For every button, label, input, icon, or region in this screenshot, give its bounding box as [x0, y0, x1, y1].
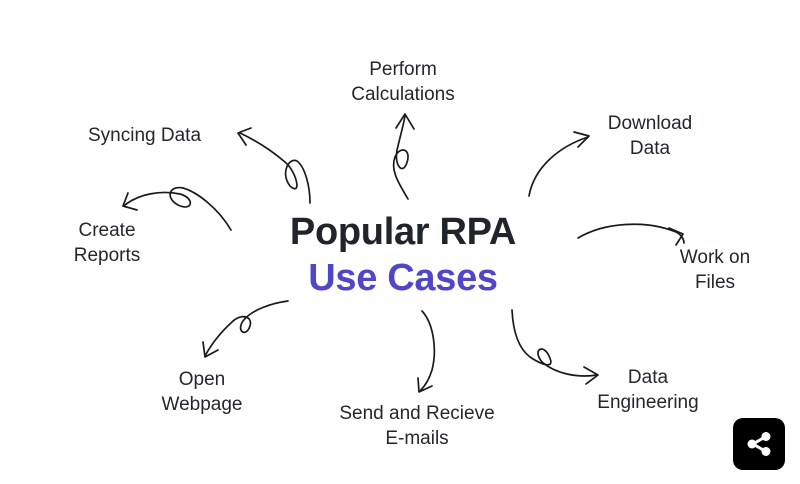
arrow-syncing: [239, 132, 311, 204]
use-case-syncing-data: Syncing Data: [88, 123, 234, 148]
use-case-work-on-files-text: Work on Files: [679, 247, 751, 293]
arrowhead-emails: [417, 377, 433, 393]
use-case-work-on-files: Work on Files: [660, 245, 770, 295]
use-case-send-emails-text: Send and Recieve E-mails: [339, 403, 495, 449]
arrowhead-files: [668, 227, 684, 246]
use-case-download-data: Download Data: [578, 111, 722, 161]
arrow-reports: [124, 186, 232, 231]
use-case-open-webpage: Open Webpage: [138, 367, 266, 417]
use-case-send-emails: Send and Recieve E-mails: [318, 401, 516, 451]
arrow-webpage: [204, 300, 289, 357]
use-case-syncing-data-text: Syncing Data: [88, 125, 202, 146]
use-case-data-engineering: Data Engineering: [578, 365, 718, 415]
arrow-engineering: [511, 309, 598, 377]
arrowhead-calculations: [395, 113, 415, 130]
title-line-1: Popular RPA: [289, 211, 517, 253]
arrow-download: [528, 136, 589, 197]
share-icon: [747, 432, 771, 456]
use-case-create-reports-text: Create Reports: [73, 220, 141, 266]
use-case-open-webpage-text: Open Webpage: [161, 369, 243, 415]
arrowhead-syncing: [237, 127, 252, 146]
use-case-download-data-text: Download Data: [607, 113, 693, 159]
arrowhead-engineering: [583, 366, 599, 385]
title-line-2: Use Cases: [308, 257, 498, 299]
use-case-data-engineering-text: Data Engineering: [597, 367, 699, 413]
arrowhead-reports: [122, 192, 138, 211]
use-case-calculations: Perform Calculations: [323, 57, 483, 107]
arrow-files: [577, 223, 685, 244]
use-case-calculations-text: Perform Calculations: [351, 59, 455, 105]
share-button[interactable]: [733, 418, 785, 470]
arrowhead-webpage: [202, 341, 219, 358]
arrowhead-download: [573, 131, 590, 148]
use-case-create-reports: Create Reports: [50, 218, 164, 268]
arrow-emails: [419, 310, 436, 392]
arrow-calculations: [392, 115, 409, 200]
